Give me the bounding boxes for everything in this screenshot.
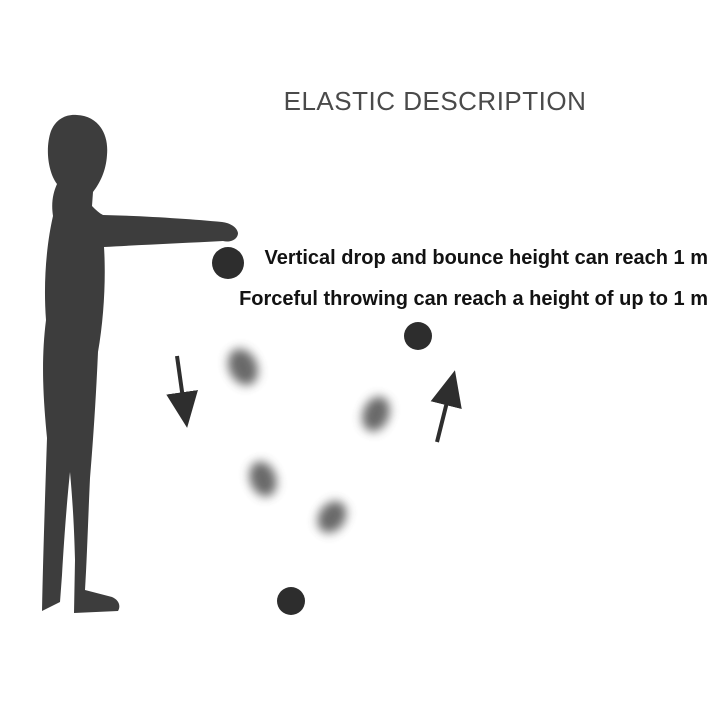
page-title: ELASTIC DESCRIPTION <box>283 86 587 116</box>
blurred-ball-rising-1 <box>317 501 347 533</box>
blurred-ball-falling-1 <box>227 348 259 386</box>
ball-top-right <box>404 322 432 350</box>
caption-drop-height: Vertical drop and bounce height can reac… <box>264 247 708 269</box>
ball-at-hand <box>212 247 244 279</box>
person-silhouette-icon <box>42 114 238 613</box>
blurred-ball-falling-2 <box>249 461 277 497</box>
blurred-ball-rising-2 <box>362 396 390 432</box>
up-arrow-icon <box>430 370 462 443</box>
caption-throw-height: Forceful throwing can reach a height of … <box>239 288 708 310</box>
down-arrow-icon <box>166 355 198 428</box>
ball-bottom <box>277 587 305 615</box>
